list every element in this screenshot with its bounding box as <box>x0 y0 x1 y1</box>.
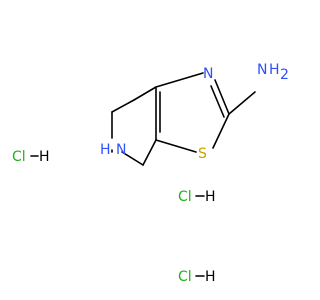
bond-s-c2 <box>212 113 230 149</box>
amine-nitrogen-label: N <box>257 62 267 78</box>
ring-nitrogen-hydrogen-label: H <box>100 142 111 158</box>
bond-c1-n-thiazole <box>155 72 204 88</box>
ring-nitrogen-label: N <box>116 142 126 158</box>
bond-c2-n-thiazole-double <box>210 85 225 118</box>
bond-c5-c6 <box>142 139 157 166</box>
hcl-salt-3: Cl H <box>178 269 216 285</box>
thiazole-sulfur-label: S <box>198 146 207 162</box>
bond-c2-c3 <box>111 99 135 113</box>
hcl-salt-2: Cl H <box>178 189 216 205</box>
bond-c2-n-thiazole <box>214 79 230 115</box>
salt-2-hydrogen: H <box>205 189 216 205</box>
salt-1-hydrogen: H <box>39 149 50 165</box>
salt-3-hydrogen: H <box>205 269 216 285</box>
salt-1-chlorine: Cl <box>12 149 26 165</box>
thiazole-nitrogen-label: N <box>203 66 213 82</box>
bond-n-c5 <box>121 151 144 166</box>
molecule-diagram: N H N S N H 2 Cl H Cl H Cl H <box>12 62 289 285</box>
salt-2-chlorine: Cl <box>178 189 192 205</box>
amine-subscript-label: 2 <box>280 67 289 83</box>
bond-c1-c2 <box>133 86 157 101</box>
structure-svg: N H N S N H 2 Cl H Cl H Cl H <box>12 62 289 285</box>
salt-3-chlorine: Cl <box>178 269 192 285</box>
bond-c2-nh2 <box>228 91 256 115</box>
hcl-salt-1: Cl H <box>12 149 50 165</box>
bonds <box>111 72 256 166</box>
amine-hydrogen-label: H <box>269 62 280 78</box>
bond-c6-s <box>155 139 197 153</box>
